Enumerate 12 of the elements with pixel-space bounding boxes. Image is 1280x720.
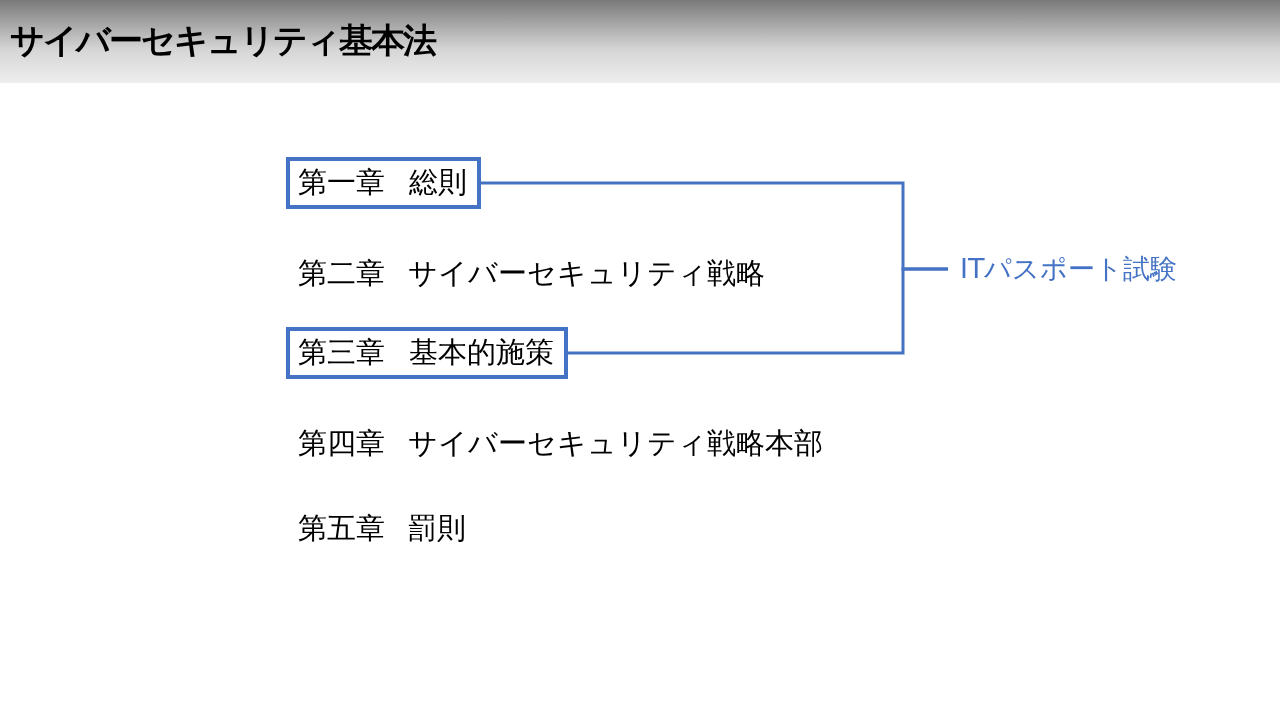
highlight-box — [286, 327, 568, 379]
highlight-box — [286, 157, 481, 209]
chapter-label: 第五章 罰則 — [298, 510, 467, 547]
chapter-number: 第一章 — [298, 164, 385, 201]
bracket-connector — [568, 267, 948, 355]
chapter-title: 総則 — [409, 164, 467, 201]
chapter-label: 第四章 サイバーセキュリティ戦略本部 — [298, 425, 824, 462]
chapter-title: 基本的施策 — [409, 334, 554, 371]
chapter-number: 第三章 — [298, 334, 385, 371]
page-title: サイバーセキュリティ基本法 — [10, 19, 435, 62]
exam-label: ITパスポート試験 — [948, 249, 1178, 289]
chapter-label: 第二章 サイバーセキュリティ戦略 — [298, 255, 766, 292]
